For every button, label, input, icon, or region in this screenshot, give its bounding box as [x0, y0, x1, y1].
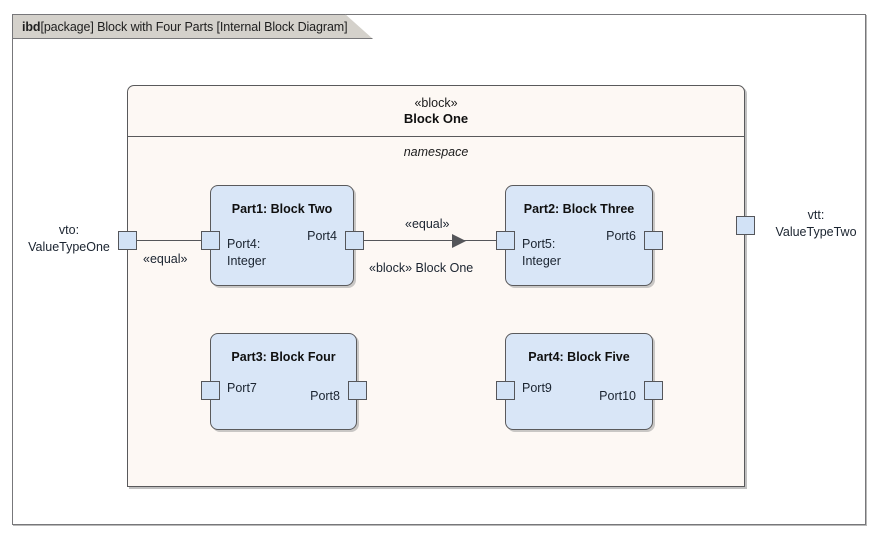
- part4-name: Part4: Block Five: [528, 350, 630, 364]
- diagram-title-label: [package] Block with Four Parts [Interna…: [40, 19, 348, 34]
- part3-block-four[interactable]: Part3: Block Four Port7 Port8: [210, 333, 357, 430]
- part2-right-port-label: Port6: [606, 229, 636, 243]
- part3-right-port-label: Port8: [310, 389, 340, 403]
- part4-right-port[interactable]: [644, 381, 663, 400]
- part3-right-port[interactable]: [348, 381, 367, 400]
- connector-part1-to-part2[interactable]: [364, 240, 496, 241]
- part1-left-port-label: Port4: Integer: [227, 237, 266, 268]
- part1-right-port-label: Port4: [307, 229, 337, 243]
- part1-left-port[interactable]: [201, 231, 220, 250]
- block-one-right-boundary-port[interactable]: [736, 216, 755, 235]
- part2-name: Part2: Block Three: [523, 202, 635, 216]
- part4-left-port-label: Port9: [522, 381, 552, 395]
- part4-left-port[interactable]: [496, 381, 515, 400]
- block-one-name: Block One: [403, 111, 469, 126]
- diagram-frame-tab-label: ibd[package] Block with Four Parts [Inte…: [22, 19, 348, 34]
- part4-block-five[interactable]: Part4: Block Five Port9 Port10: [505, 333, 653, 430]
- part1-right-port[interactable]: [345, 231, 364, 250]
- block-one-left-boundary-port[interactable]: [118, 231, 137, 250]
- part3-left-port-label: Port7: [227, 381, 257, 395]
- connector-boundary-to-part1[interactable]: [137, 240, 201, 241]
- value-type-one-label: vto: ValueTypeOne: [28, 223, 110, 254]
- block-one-namespace-label: namespace: [403, 145, 469, 159]
- block-one-stereotype: «block»: [414, 96, 458, 110]
- diagram-kind-label: ibd: [22, 19, 41, 34]
- connector-part1-to-part2-bottom-label: «block» Block One: [369, 261, 474, 275]
- part2-left-port-label: Port5: Integer: [522, 237, 561, 268]
- part2-right-port[interactable]: [644, 231, 663, 250]
- connector-boundary-to-part1-label: «equal»: [143, 252, 188, 266]
- connector-part1-to-part2-top-label: «equal»: [405, 217, 450, 231]
- part2-block-three[interactable]: Part2: Block Three Port5: Integer Port6: [505, 185, 653, 286]
- part2-left-port[interactable]: [496, 231, 515, 250]
- value-type-two-label: vtt: ValueTypeTwo: [775, 208, 857, 239]
- part3-left-port[interactable]: [201, 381, 220, 400]
- diagram-frame-tab[interactable]: ibd[package] Block with Four Parts [Inte…: [12, 14, 373, 39]
- block-one-header: «block» Block One: [128, 86, 744, 137]
- part1-name: Part1: Block Two: [231, 202, 333, 216]
- part1-block-two[interactable]: Part1: Block Two Port4: Integer Port4: [210, 185, 354, 286]
- part4-right-port-label: Port10: [599, 389, 636, 403]
- connector-arrowhead-icon: [452, 234, 466, 248]
- part3-name: Part3: Block Four: [231, 350, 336, 364]
